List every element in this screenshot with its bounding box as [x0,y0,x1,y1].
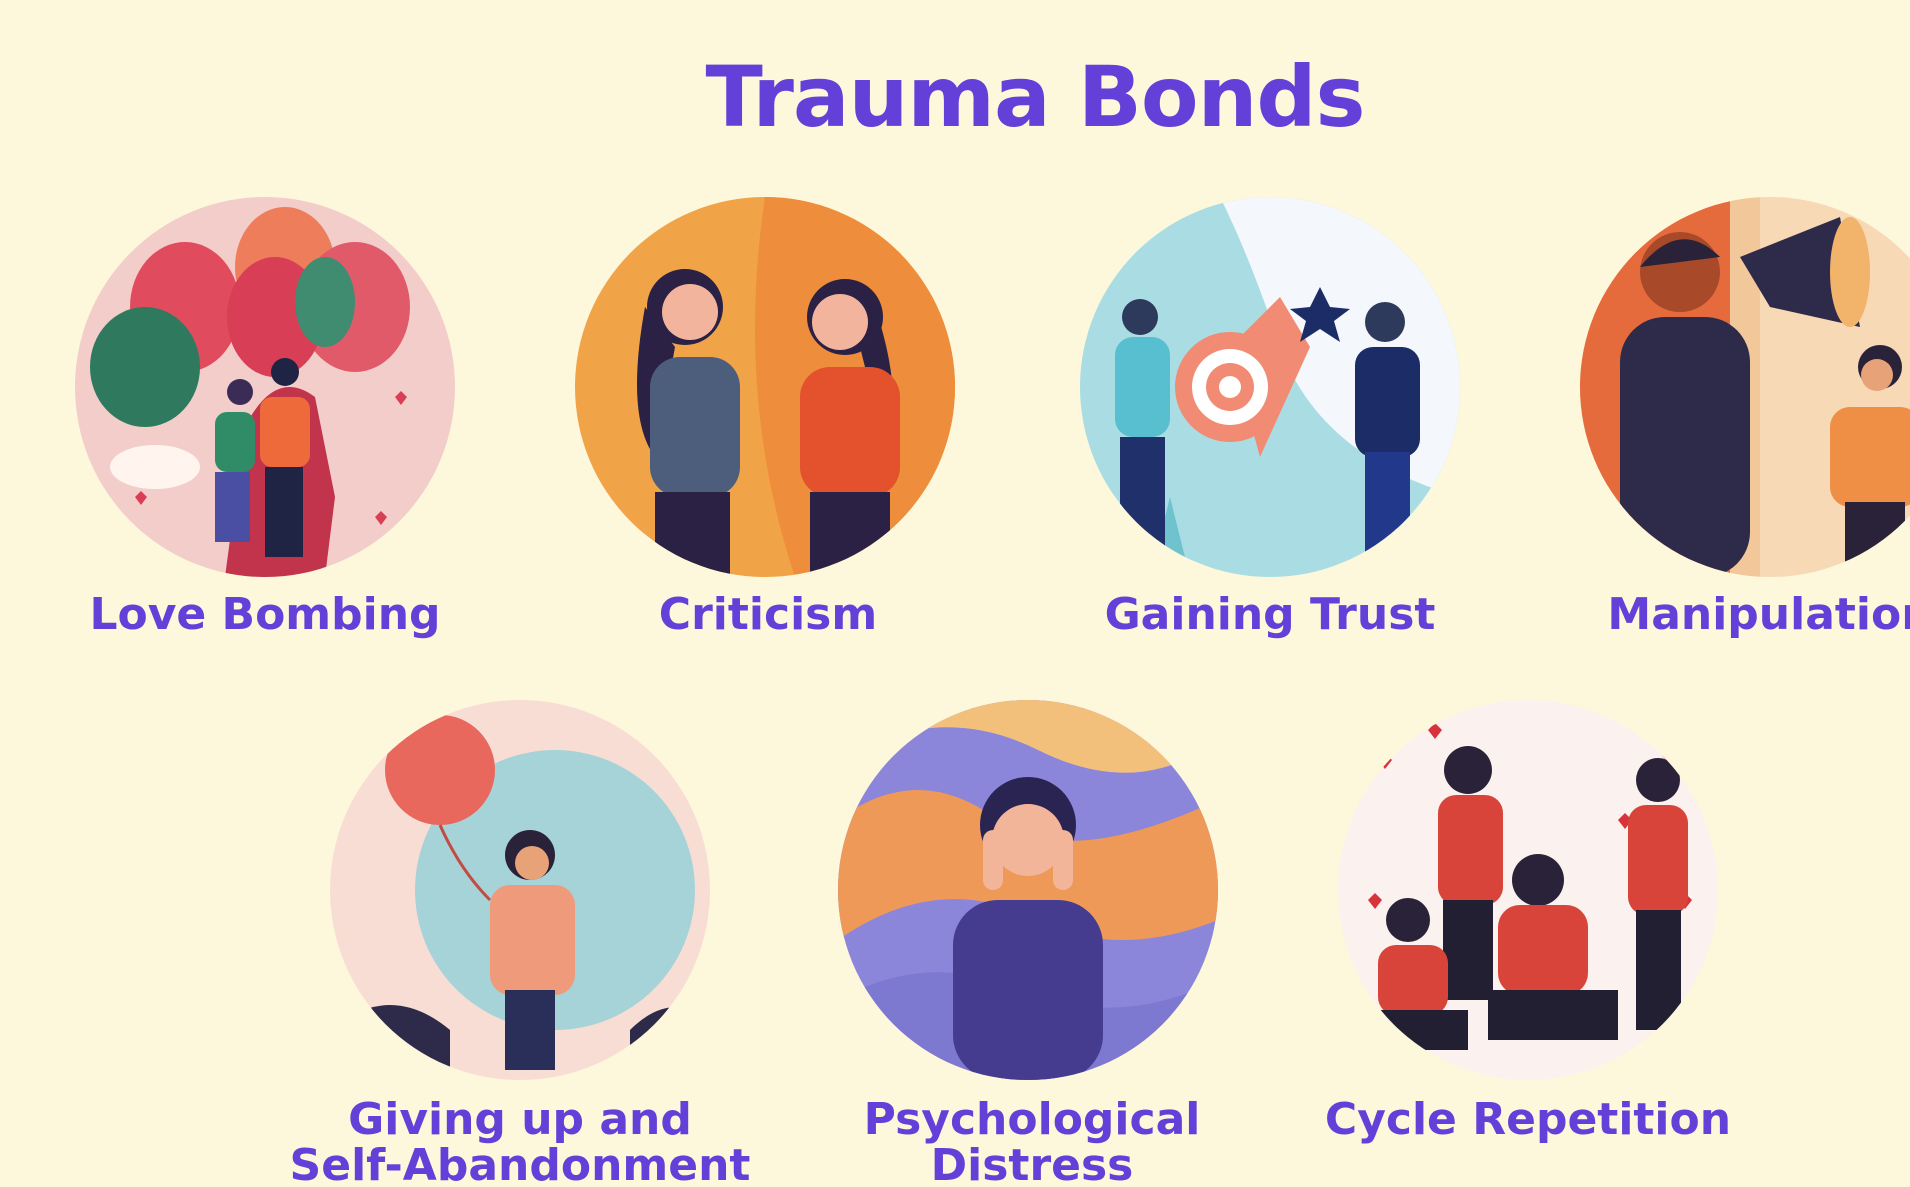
criticism-illustration [575,197,955,577]
psychological-distress-illustration [838,700,1218,1080]
stage-label-self-abandonment: Giving up and Self-Abandonment [289,1094,751,1187]
self-abandonment-illustration [330,700,710,1080]
manipulation-illustration [1580,197,1910,577]
stage-label-gaining-trust: Gaining Trust [1104,589,1436,640]
stage-label-love-bombing: Love Bombing [89,589,441,640]
page-title: Trauma Bonds [705,48,1365,146]
stage-label-cycle-repetition: Cycle Repetition [1324,1094,1732,1145]
cycle-repetition-illustration [1338,700,1718,1080]
stage-label-manipulation: Manipulation [1607,589,1910,640]
gaining-trust-illustration [1080,197,1460,577]
stage-label-criticism: Criticism [658,589,878,640]
stage-label-psychological-distress: Psychological Distress [863,1094,1201,1187]
love-bombing-illustration [75,197,455,577]
